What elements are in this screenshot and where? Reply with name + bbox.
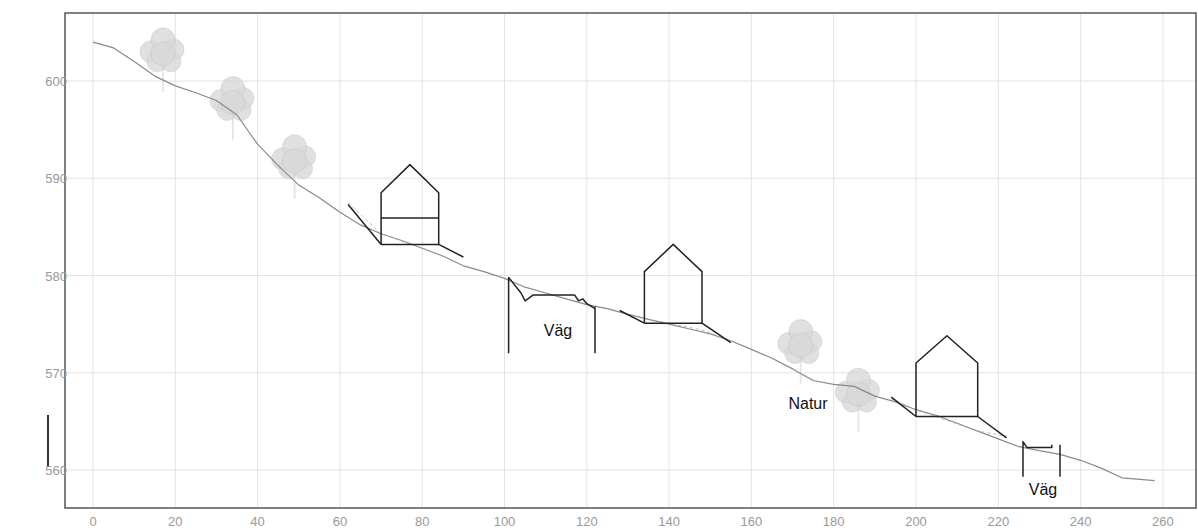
grid-line <box>1162 13 1163 508</box>
grid-line <box>65 470 1196 471</box>
grid-line <box>65 178 1196 179</box>
fill-slope <box>702 323 731 342</box>
cut-slope <box>348 205 381 245</box>
grid-line <box>65 275 1196 276</box>
tree-crown <box>789 334 813 358</box>
grid-line <box>586 13 587 508</box>
grid-line <box>1080 13 1081 508</box>
grid-line <box>998 13 999 508</box>
axis-label: 580 <box>45 269 67 282</box>
grid-line <box>751 13 752 508</box>
grid-line <box>916 13 917 508</box>
axis-label: 220 <box>987 515 1009 528</box>
fill-slope <box>439 244 464 257</box>
tree-crown <box>283 149 307 173</box>
house <box>381 165 439 245</box>
cut-slope <box>891 397 916 416</box>
road-label: Väg <box>1029 482 1057 498</box>
axis-label: 560 <box>45 464 67 477</box>
grid-line <box>65 372 1196 373</box>
axis-label: 570 <box>45 366 67 379</box>
house <box>644 244 702 323</box>
road-section <box>594 307 596 354</box>
grid-line <box>93 13 94 508</box>
floor-line <box>381 217 439 219</box>
grid-line <box>339 13 340 508</box>
original-ground <box>620 312 731 341</box>
grid-line <box>257 13 258 508</box>
grid-line <box>669 13 670 508</box>
axis-label: 0 <box>89 515 96 528</box>
road-section <box>1059 445 1061 477</box>
axis-label: 100 <box>494 515 516 528</box>
fill-slope <box>978 417 1007 438</box>
tree-crown <box>221 90 245 114</box>
grid-line <box>833 13 834 508</box>
axis-label: 160 <box>741 515 763 528</box>
original-ground <box>348 203 463 266</box>
axis-label: 260 <box>1152 515 1174 528</box>
edge-mark <box>47 415 49 466</box>
axis-label: 600 <box>45 75 67 88</box>
area-label: Natur <box>788 396 827 412</box>
axis-label: 80 <box>415 515 429 528</box>
grid-line <box>504 13 505 508</box>
tree-crown <box>151 42 175 66</box>
axis-label: 590 <box>45 172 67 185</box>
grid-line <box>422 13 423 508</box>
axis-label: 60 <box>333 515 347 528</box>
grid-line <box>175 13 176 508</box>
axis-label: 20 <box>168 515 182 528</box>
axis-label: 120 <box>576 515 598 528</box>
road-section <box>1023 442 1052 477</box>
axis-label: 40 <box>250 515 264 528</box>
original-ground <box>891 399 1006 436</box>
road-section <box>509 277 595 353</box>
axis-label: 140 <box>658 515 680 528</box>
cut-slope <box>620 311 645 324</box>
ground-line <box>93 42 1155 481</box>
axis-label: 240 <box>1070 515 1092 528</box>
house <box>916 336 978 417</box>
axis-label: 200 <box>905 515 927 528</box>
road-label: Väg <box>544 323 572 339</box>
plot-frame <box>65 13 1196 508</box>
axis-label: 180 <box>823 515 845 528</box>
